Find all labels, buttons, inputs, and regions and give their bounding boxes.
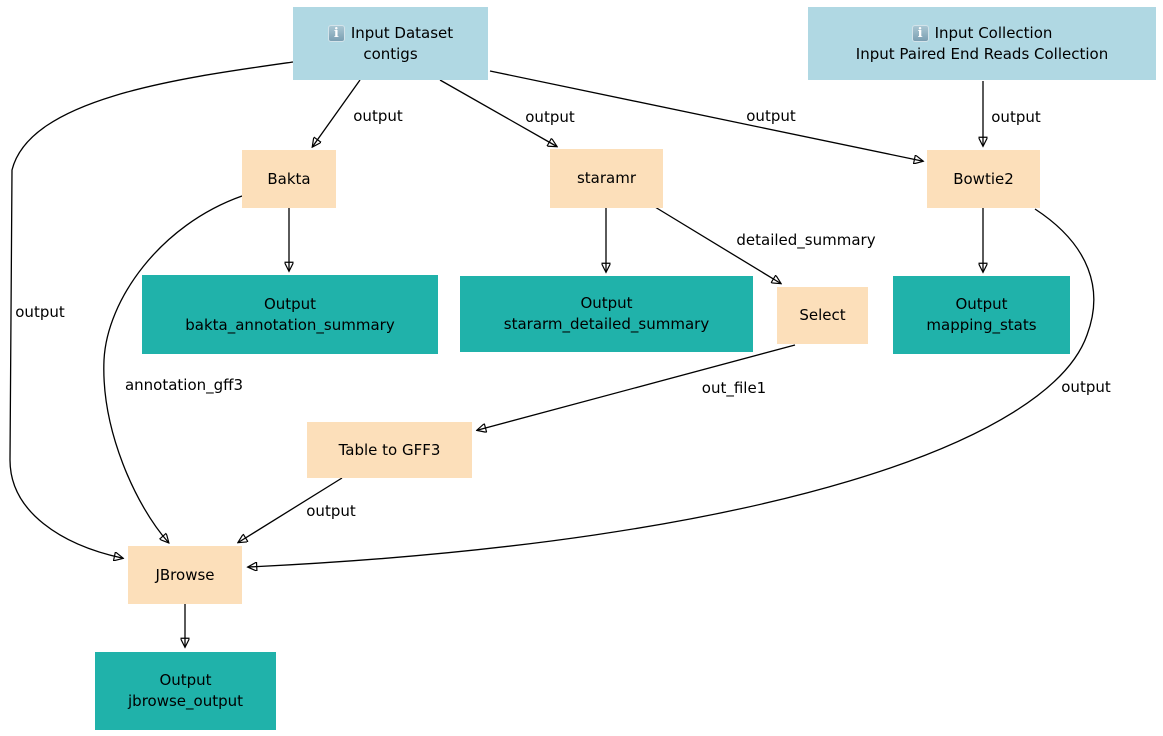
node-title: Input Collection	[934, 23, 1053, 42]
edge-staramr-select	[654, 206, 780, 283]
node-subtitle: Input Paired End Reads Collection	[855, 44, 1109, 63]
edge-select-tablegff3	[478, 344, 796, 430]
edge-label-contigs-jbrowse: output	[15, 303, 65, 321]
edge-contigs-staramr	[439, 79, 556, 146]
node-output-bakta-annotation-summary: Output bakta_annotation_summary	[142, 275, 438, 354]
node-tool-bakta: Bakta	[242, 150, 336, 208]
node-output-mapping-stats: Output mapping_stats	[893, 276, 1070, 354]
edge-label-detailed-summary: detailed_summary	[736, 231, 876, 249]
node-title: Input Dataset	[350, 23, 454, 42]
node-input-collection: i Input Collection Input Paired End Read…	[808, 7, 1156, 80]
node-input-dataset-contigs: i Input Dataset contigs	[293, 7, 488, 80]
node-subtitle: bakta_annotation_summary	[185, 315, 395, 334]
edge-bowtie2-jbrowse	[249, 208, 1095, 567]
edge-contigs-jbrowse	[9, 61, 294, 558]
edge-label-contigs-bakta: output	[353, 107, 403, 125]
node-title: Output	[159, 671, 212, 689]
edge-contigs-bakta	[313, 79, 361, 146]
edge-label-collection-bowtie2: output	[991, 108, 1041, 126]
node-subtitle: mapping_stats	[926, 316, 1037, 334]
node-title: Bakta	[267, 169, 311, 188]
node-title: Output	[955, 295, 1008, 313]
edge-label-contigs-bowtie2: output	[746, 107, 796, 125]
node-title: Bowtie2	[953, 169, 1014, 188]
node-title: staramr	[576, 169, 637, 187]
node-title: JBrowse	[155, 565, 215, 584]
node-tool-jbrowse: JBrowse	[128, 546, 242, 604]
edge-label-out-file1: out_file1	[701, 379, 767, 397]
edge-label-annotation-gff3: annotation_gff3	[124, 376, 244, 394]
node-title: Output	[263, 294, 317, 313]
node-tool-table-to-gff3: Table to GFF3	[307, 422, 472, 478]
node-subtitle: contigs	[363, 44, 418, 63]
node-tool-bowtie2: Bowtie2	[927, 150, 1040, 208]
edge-label-tablegff3-jbrowse: output	[306, 502, 356, 520]
node-subtitle: jbrowse_output	[128, 692, 243, 710]
node-output-stararm-detailed-summary: Output stararm_detailed_summary	[460, 276, 753, 352]
node-tool-select: Select	[777, 287, 868, 344]
edge-bakta-jbrowse	[103, 195, 243, 542]
node-title: Output	[580, 294, 633, 312]
info-icon: i	[327, 24, 345, 42]
node-subtitle: stararm_detailed_summary	[503, 315, 710, 333]
node-tool-staramr: staramr	[550, 149, 663, 208]
edge-label-bowtie2-jbrowse: output	[1061, 378, 1111, 396]
edge-label-contigs-staramr: output	[525, 108, 575, 126]
edge-tablegff3-jbrowse	[239, 477, 343, 542]
node-title: Table to GFF3	[338, 440, 441, 459]
info-icon: i	[911, 24, 929, 42]
node-output-jbrowse-output: Output jbrowse_output	[95, 652, 276, 730]
edge-contigs-bowtie2	[489, 70, 922, 161]
node-title: Select	[799, 306, 846, 324]
